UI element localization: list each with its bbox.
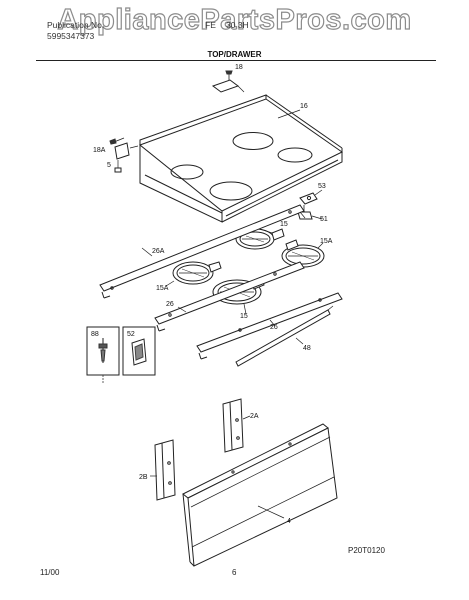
callout-2b: 2B (139, 474, 148, 481)
publication-number: 5995347373 (47, 31, 95, 41)
callout-26-left: 26 (166, 301, 174, 308)
footer-date: 11/00 (40, 568, 60, 577)
callout-2a: 2A (250, 413, 259, 420)
callout-15-top: 15 (280, 221, 288, 228)
inset-box-88 (86, 326, 120, 376)
callout-15-center: 15 (240, 313, 248, 320)
footer-page-number: 6 (232, 568, 237, 577)
callout-5: 5 (107, 162, 111, 169)
publication-label: Publication No. (47, 20, 105, 30)
callout-18: 18 (235, 64, 243, 71)
drawer-bracket-2b (150, 439, 176, 501)
burner-outline (232, 132, 274, 150)
callout-48: 48 (303, 345, 311, 352)
callout-16: 16 (300, 103, 308, 110)
callout-26-right: 26 (270, 324, 278, 331)
callout-4: 4 (287, 518, 291, 525)
callout-53: 53 (318, 183, 326, 190)
watermark-logo: AppliancePartsPros.com (57, 3, 412, 36)
element-support-rail (99, 204, 306, 299)
callout-18a: 18A (93, 147, 106, 154)
top-hinge-bracket (211, 70, 245, 93)
side-bracket-18a (109, 137, 139, 173)
callout-15a-left: 15A (156, 285, 169, 292)
model-prefix: FE (205, 20, 216, 30)
drawer-bracket-2a (222, 398, 251, 453)
inset-box-52 (122, 326, 156, 376)
heating-element (281, 239, 325, 268)
burner-outline (170, 164, 204, 180)
callout-15a-right: 15A (320, 238, 333, 245)
switch-hardware (297, 189, 323, 220)
drawer-front (182, 423, 338, 567)
element-support-rail (154, 261, 305, 332)
trim-strip (235, 305, 334, 367)
heating-element (165, 261, 222, 287)
figure-code: P20T0120 (348, 546, 385, 555)
callout-51: 51 (320, 216, 328, 223)
burner-outline (277, 147, 313, 163)
element-support-rail (196, 292, 343, 360)
callout-26a: 26A (152, 248, 165, 255)
inset-label-88: 88 (91, 331, 99, 338)
burner-outline (209, 181, 253, 201)
model-suffix: 30 3H (226, 20, 249, 30)
header-divider (36, 60, 436, 61)
inset-label-52: 52 (127, 331, 135, 338)
section-title: TOP/DRAWER (207, 50, 262, 59)
cooktop-panel (138, 94, 343, 223)
